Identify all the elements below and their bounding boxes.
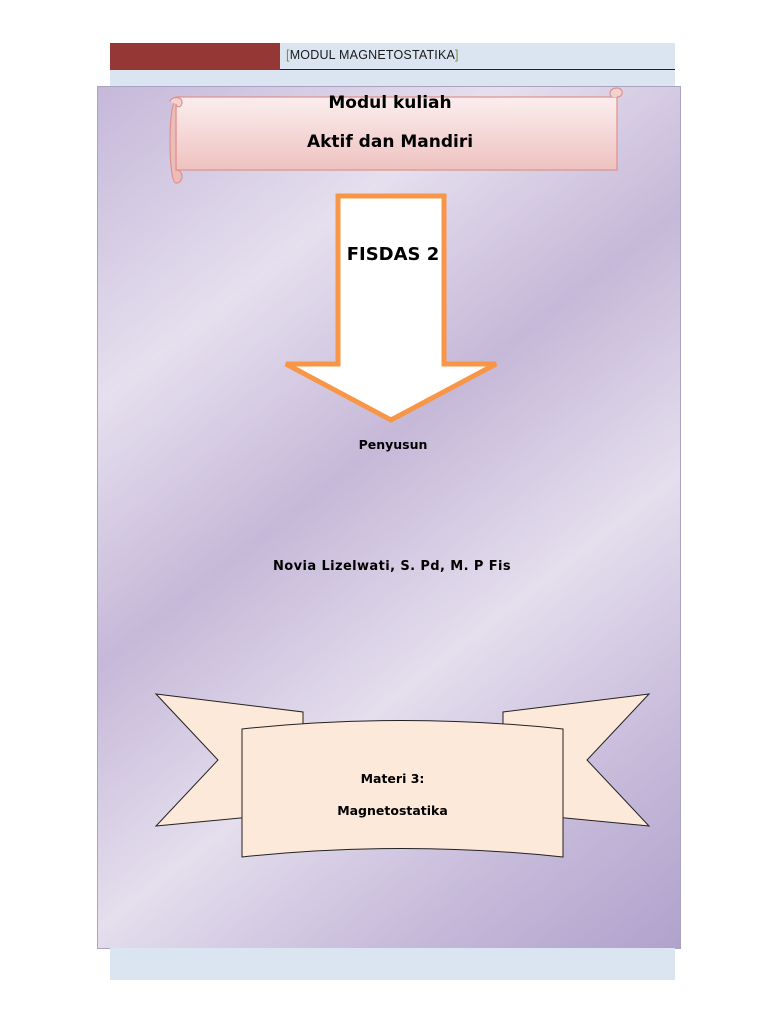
- author-label: Penyusun: [358, 437, 428, 452]
- author-name: Novia Lizelwati, S. Pd, M. P Fis: [273, 559, 511, 574]
- subject-title: FISDAS 2: [346, 244, 440, 265]
- header-light-band: [110, 70, 675, 86]
- header-title: [MODUL MAGNETOSTATIKA]: [286, 48, 459, 62]
- scroll-title-line1: Modul kuliah: [328, 93, 452, 113]
- ribbon-line1: Materi 3:: [360, 771, 425, 786]
- header-red-block: [110, 43, 280, 70]
- header-bracket-close: ]: [455, 48, 459, 62]
- ribbon-line2: Magnetostatika: [337, 803, 448, 818]
- down-arrow-shape: [284, 193, 498, 423]
- header-rule: [280, 69, 675, 70]
- scroll-banner: [169, 87, 623, 184]
- header-bracket-open: [: [286, 48, 290, 62]
- ribbon-banner: [154, 693, 651, 858]
- header-title-text: MODUL MAGNETOSTATIKA: [289, 48, 456, 62]
- footer-band: [110, 948, 675, 980]
- scroll-title-line2: Aktif dan Mandiri: [306, 132, 474, 152]
